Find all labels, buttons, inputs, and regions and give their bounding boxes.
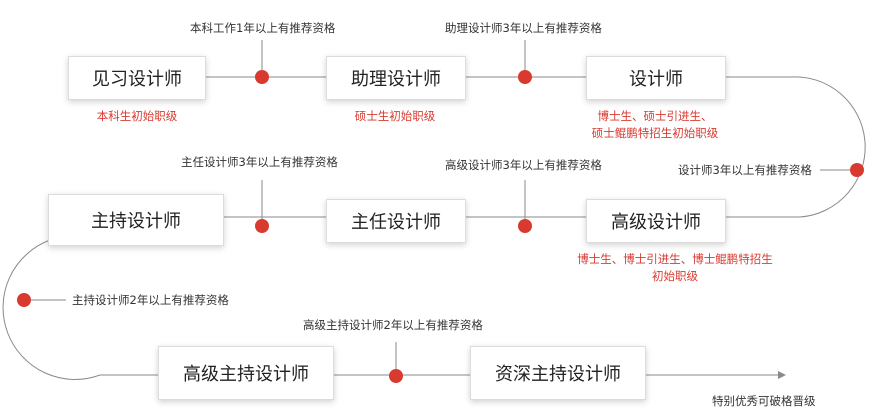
level-box-shejishi: 设计师 [586,56,726,100]
milestone-dot-4 [518,219,532,233]
level-box-zishen-zhuchi: 资深主持设计师 [470,346,646,400]
level-title: 高级主持设计师 [183,364,309,385]
level-title: 主持设计师 [91,211,181,232]
requirement-note: 高级主持设计师2年以上有推荐资格 [303,318,483,332]
level-box-gaoji: 高级设计师 [586,199,726,243]
milestone-dot-1 [255,70,269,84]
level-title: 助理设计师 [351,69,441,90]
level-box-jianxi: 见习设计师 [68,56,206,100]
connector-curve-right [724,76,866,218]
requirement-note: 主任设计师3年以上有推荐资格 [181,155,338,169]
level-box-zhuren: 主任设计师 [326,199,466,243]
connector-curve-left [2,239,158,380]
initial-level-note: 硕士生初始职级 [354,109,436,123]
requirement-note: 助理设计师3年以上有推荐资格 [445,21,602,35]
level-title: 设计师 [629,69,683,90]
requirement-note: 高级设计师3年以上有推荐资格 [445,158,602,172]
level-title: 见习设计师 [92,69,182,90]
final-note: 特别优秀可破格晋级 [712,394,816,408]
milestone-dot-3 [850,163,864,177]
level-box-zhuli: 助理设计师 [326,56,466,100]
requirement-note: 主持设计师2年以上有推荐资格 [72,293,229,307]
requirement-note: 设计师3年以上有推荐资格 [678,163,812,177]
level-title: 资深主持设计师 [495,364,621,385]
level-box-gaoji-zhuchi: 高级主持设计师 [158,346,334,400]
initial-level-note: 博士生、硕士引进生、 硕士鲲鹏特招生初始职级 [591,109,719,140]
milestone-dot-7 [389,369,403,383]
milestone-dot-6 [17,293,31,307]
initial-level-note: 博士生、博士引进生、博士鲲鹏特招生 初始职级 [577,252,773,283]
initial-level-note: 本科生初始职级 [96,109,178,123]
milestone-dot-2 [518,70,532,84]
requirement-note: 本科工作1年以上有推荐资格 [190,21,336,35]
arrow-head-icon [778,371,786,379]
milestone-dot-5 [255,219,269,233]
level-title: 高级设计师 [611,212,701,233]
level-box-zhuchi: 主持设计师 [48,194,224,246]
level-title: 主任设计师 [351,212,441,233]
